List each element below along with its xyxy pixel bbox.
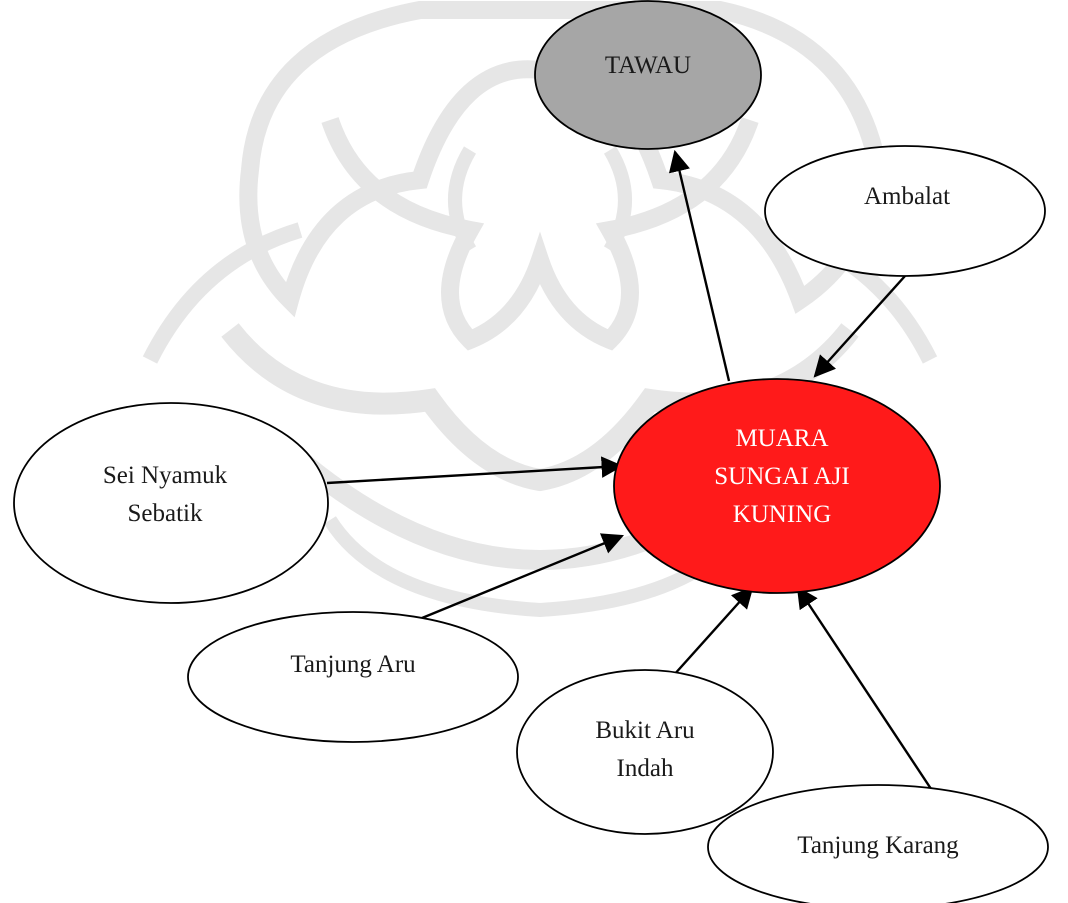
edge-bukit-aru-to-muara xyxy=(663,586,754,687)
edge-tanjung-karang-to-muara xyxy=(796,586,947,811)
node-ambalat-label: Ambalat xyxy=(864,183,950,210)
watermark-seal-logo xyxy=(142,1,938,618)
edge-sei-nyamuk-to-muara xyxy=(326,456,624,485)
node-label-line: KUNING xyxy=(733,501,832,528)
node-label-line: Tanjung Karang xyxy=(797,832,959,859)
node-tanjung-aru: Tanjung Aru xyxy=(187,611,519,743)
edge-ambalat-to-muara xyxy=(813,275,906,378)
node-tanjung-karang-label: Tanjung Karang xyxy=(797,832,959,859)
node-muara-label: MUARA SUNGAI AJI KUNING xyxy=(714,425,849,528)
node-tanjung-aru-label: Tanjung Aru xyxy=(290,651,416,678)
node-tanjung-karang: Tanjung Karang xyxy=(707,784,1049,903)
node-sei-nyamuk-shape xyxy=(13,402,329,604)
node-tawau-shape xyxy=(534,0,762,150)
node-tawau-label: TAWAU xyxy=(605,52,691,79)
node-label-line: Sebatik xyxy=(128,500,203,527)
node-label-line: Ambalat xyxy=(864,183,950,210)
node-tanjung-karang-shape xyxy=(707,784,1049,903)
node-label-line: Sei Nyamuk xyxy=(103,462,228,489)
node-layer: TAWAU Ambalat MUARA SUNGAI AJI KUNING Sei … xyxy=(13,0,1049,903)
node-muara-shape xyxy=(613,378,941,594)
node-tawau: TAWAU xyxy=(534,0,762,150)
node-label-line: Indah xyxy=(617,755,674,782)
node-label-line: SUNGAI AJI xyxy=(714,463,849,490)
node-label-line: MUARA xyxy=(735,425,828,452)
node-tanjung-aru-shape xyxy=(187,611,519,743)
node-ambalat: Ambalat xyxy=(764,145,1046,277)
node-muara: MUARA SUNGAI AJI KUNING xyxy=(613,378,941,594)
edge-muara-to-tawau xyxy=(668,149,731,382)
node-label-line: Tanjung Aru xyxy=(290,651,416,678)
node-ambalat-shape xyxy=(764,145,1046,277)
node-label-line: Bukit Aru xyxy=(595,717,695,744)
node-bukit-aru-shape xyxy=(516,669,774,835)
edge-tanjung-aru-to-muara xyxy=(421,533,624,620)
edge-layer xyxy=(326,149,947,811)
node-label-line: TAWAU xyxy=(605,52,691,79)
